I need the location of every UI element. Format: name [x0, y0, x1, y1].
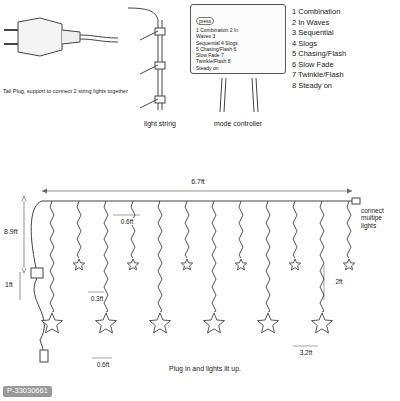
mode-list: 1 Combination 2 In Waves 3 Sequential 4 …: [196, 27, 240, 71]
dimension: 0.6ft: [120, 218, 135, 225]
part-name: mode controller: [214, 120, 262, 128]
dimension-line: [88, 292, 104, 293]
star-light: [312, 313, 333, 333]
lead-wire: [31, 201, 42, 268]
mode-item: 7 Twinkle/Flash: [292, 71, 344, 80]
dimension-arrow: [42, 189, 352, 194]
end-connector: [352, 198, 360, 204]
dimension: 6.7ft: [190, 178, 206, 186]
dimension: 3.2ft: [299, 349, 314, 356]
strand-wire: [77, 201, 81, 258]
dimension-line: [20, 272, 21, 300]
strand-wire: [50, 201, 54, 312]
strand-wire: [185, 201, 189, 258]
strand-wire: [347, 201, 351, 258]
mini-plug: [40, 350, 48, 362]
mode-item: 8 Steady on: [292, 82, 332, 91]
star-light: [235, 259, 246, 270]
plug-body: [18, 18, 62, 56]
dimension-line: [22, 196, 26, 273]
mini-controller: [31, 268, 43, 278]
star-light: [150, 313, 171, 333]
strand-wire: [320, 201, 324, 312]
mode-item: 3 Sequential: [292, 29, 334, 38]
dimension: 1ft: [4, 281, 14, 289]
strand-wire: [293, 201, 297, 258]
lead-wire: [34, 278, 44, 352]
star-light: [289, 259, 300, 270]
press-button: press: [196, 17, 214, 25]
star-light: [181, 259, 192, 270]
controller-cable: [220, 78, 258, 112]
dimension: 8.9ft: [3, 228, 19, 236]
caption: Tail Plug, support to connect 2 string l…: [3, 88, 128, 94]
star-light: [204, 313, 225, 333]
strands: [42, 201, 355, 333]
star-light: [42, 313, 63, 333]
star-light: [343, 259, 354, 270]
strand-wire: [158, 201, 162, 312]
star-light: [127, 259, 138, 270]
part-name: light string: [144, 120, 176, 128]
controller-box: press 1 Combination 2 In Waves 3 Sequenti…: [190, 4, 286, 74]
strand-wire: [239, 201, 243, 258]
mode-item: 6 Slow Fade: [292, 61, 334, 70]
strand-wire: [104, 201, 108, 312]
string-wire: [128, 8, 162, 110]
dimension: 2ft: [334, 278, 343, 285]
string-branch: [140, 31, 158, 108]
main-wire: [42, 200, 352, 201]
star-light: [73, 259, 84, 270]
plug-pin: [4, 30, 18, 44]
star-light: [258, 313, 279, 333]
note: Plug in and lights lit up.: [169, 365, 241, 373]
plug-wire: [80, 35, 118, 42]
watermark: P-33030661: [3, 386, 52, 397]
mode-item: 1 Combination: [292, 8, 340, 17]
mode-item: 2 In Waves: [292, 19, 329, 28]
strand-wire: [266, 201, 270, 312]
dimension-line: [42, 191, 352, 192]
star-light: [96, 313, 117, 333]
dimension-line: [293, 346, 318, 347]
strand-wire: [212, 201, 216, 312]
plug-neck: [62, 30, 80, 44]
strand-wire: [131, 201, 135, 258]
mode-item: 5 Chasing/Flash: [292, 50, 346, 59]
dimension: 0.3ft: [90, 295, 105, 302]
mode-item: 4 Slogs: [292, 40, 317, 49]
dimension-line: [113, 215, 140, 216]
dimension-line: [92, 358, 112, 359]
note: connect multipe lights: [361, 207, 397, 229]
dimension: 0.6ft: [96, 361, 111, 368]
